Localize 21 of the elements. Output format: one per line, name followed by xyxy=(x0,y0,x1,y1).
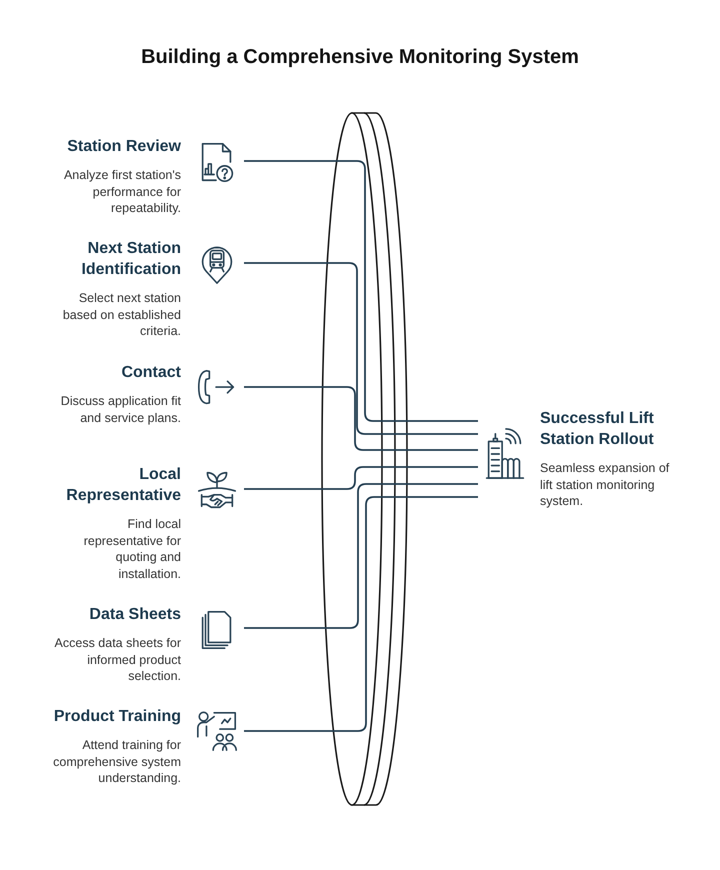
step-description: Access data sheets for informed product selection. xyxy=(54,635,181,684)
step-heading: Next Station Identification xyxy=(80,239,181,280)
step-description: Attend training for comprehensive system understanding. xyxy=(52,737,181,786)
step-description: Find local representative for quoting and installation. xyxy=(82,516,181,582)
step-description: Discuss application fit and service plans. xyxy=(60,393,181,426)
step-heading: Local Representative xyxy=(65,465,181,506)
step-description: Analyze first station's performance for repeatability. xyxy=(62,167,181,216)
outcome-description: Seamless expansion of lift station monitoring system. xyxy=(540,460,670,510)
connector-line xyxy=(244,466,478,490)
step-heading: Station Review xyxy=(67,137,181,157)
step-heading: Data Sheets xyxy=(89,605,181,625)
outcome-heading: Successful Lift Station Rollout xyxy=(540,409,655,450)
step-description: Select next station based on established criteria. xyxy=(62,290,181,340)
connector-line xyxy=(244,262,478,435)
diagram-title: Building a Comprehensive Monitoring System xyxy=(141,46,579,69)
step-heading: Contact xyxy=(121,363,181,383)
connector-line xyxy=(244,386,478,451)
step-heading: Product Training xyxy=(54,707,181,727)
connector-line xyxy=(244,160,478,422)
connector-line xyxy=(244,483,478,629)
connector-line xyxy=(244,496,478,732)
